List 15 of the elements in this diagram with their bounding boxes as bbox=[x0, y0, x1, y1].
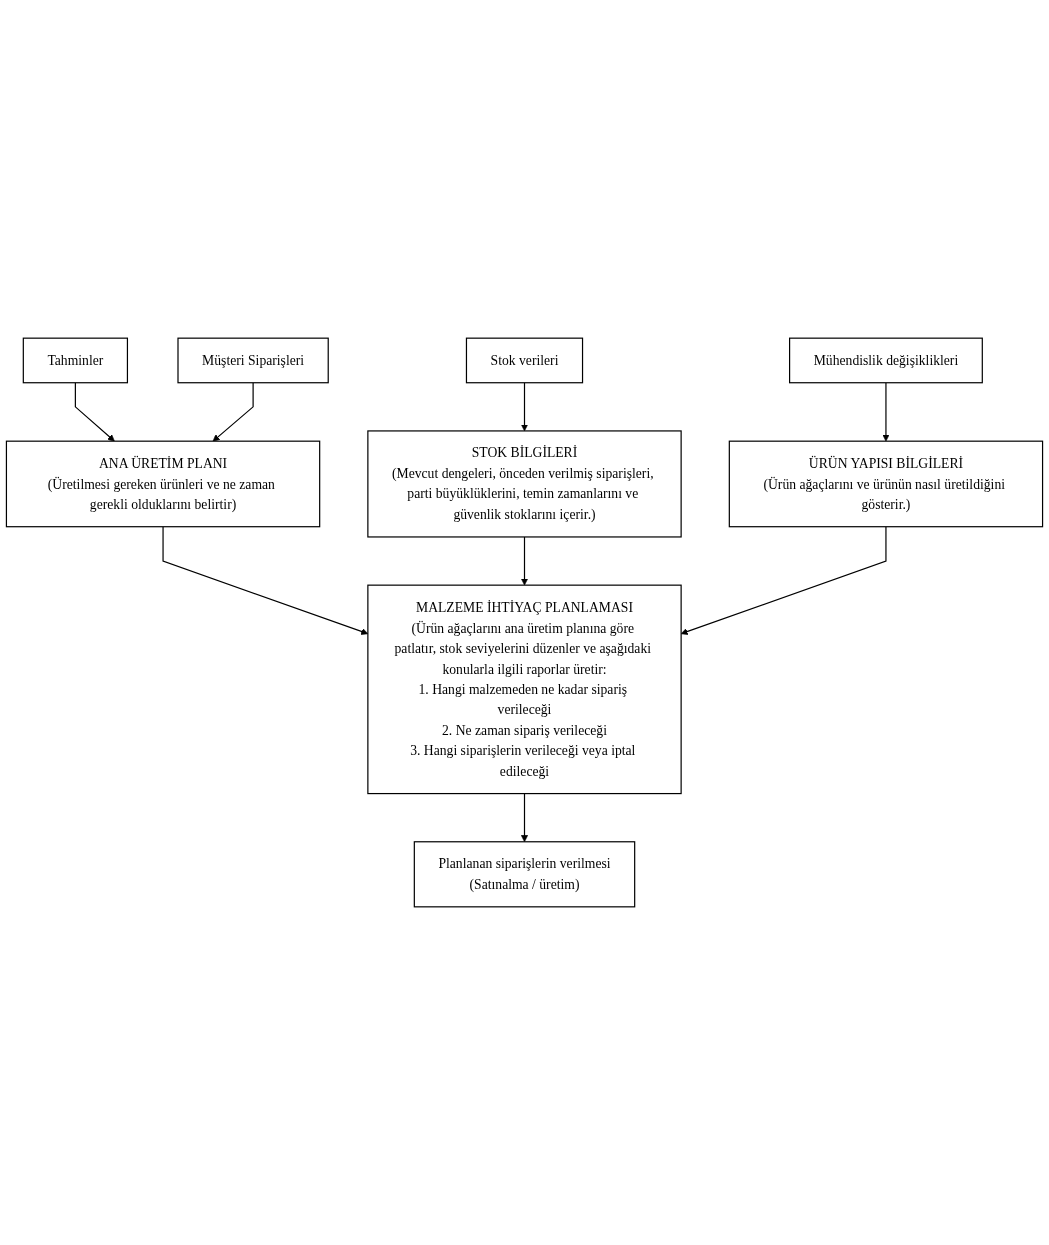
node-box: ANA ÜRETİM PLANI (Üretilmesi gereken ürünleri ve ne zaman gerekli olduklarını belirtir) bbox=[5, 440, 321, 528]
node-box: STOK BİLGİLERİ (Mevcut dengeleri, önceden verilmiş siparişleri, parti büyüklüklerini, temin zamanlarını ve güvenlik stoklarını içerir.) bbox=[367, 430, 682, 538]
node-box: Planlanan siparişlerin verilmesi (Satınalma / üretim) bbox=[413, 841, 636, 908]
arrow bbox=[520, 536, 529, 586]
node-box: ÜRÜN YAPISI BİLGİLERİ (Ürün ağaçlarını ve ürünün nasıl üretildiğini gösterir.) bbox=[728, 440, 1044, 528]
node-box: Müşteri Siparişleri bbox=[177, 337, 329, 384]
node-box: MALZEME İHTİYAÇ PLANLAMASI (Ürün ağaçlarını ana üretim planına göre patlatır, stok seviyelerini düzenler ve aşağıdaki konularla ilgili raporlar üretir: 1. Hangi malzemeden ne kadar sipariş verileceği 2. Ne zaman sipariş verileceği 3. Hangi siparişlerin verileceği veya iptal edileceği bbox=[367, 584, 682, 795]
arrow bbox=[520, 382, 529, 432]
node-box: Stok verileri bbox=[465, 337, 584, 384]
arrow bbox=[520, 793, 529, 843]
arrow bbox=[882, 382, 890, 442]
arrow bbox=[212, 382, 254, 442]
node-box: Mühendislik değişiklikleri bbox=[789, 337, 983, 384]
node-box: Tahminler bbox=[22, 337, 129, 384]
arrow bbox=[74, 382, 115, 442]
